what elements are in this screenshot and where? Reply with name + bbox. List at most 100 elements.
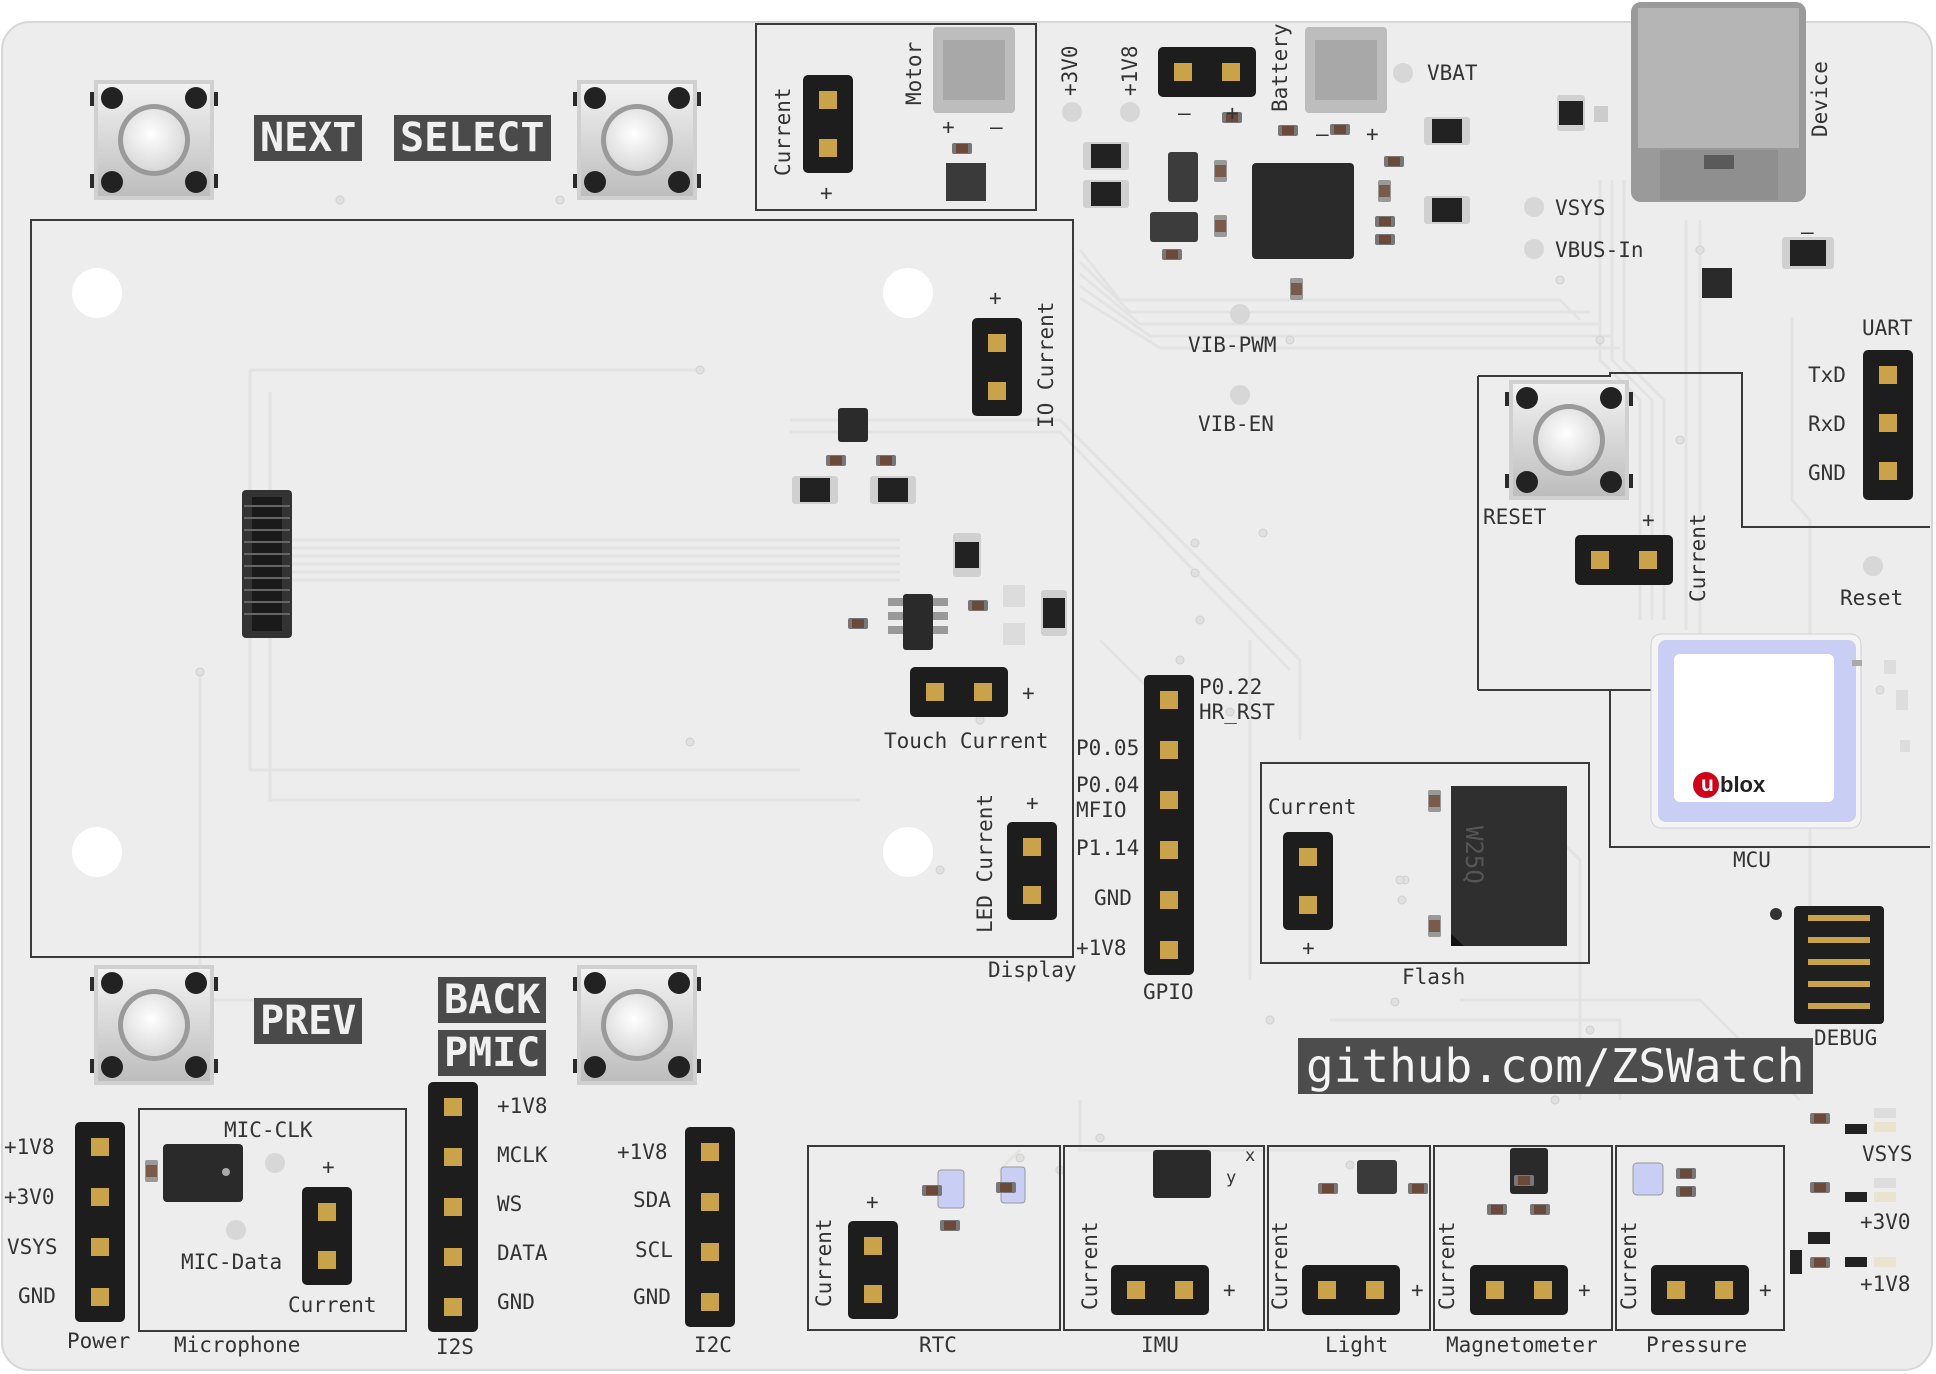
reset-button-label: RESET bbox=[1483, 505, 1547, 529]
rail-1v8-label: +1V8 bbox=[1118, 45, 1142, 96]
pmic-button-label: PMIC bbox=[438, 1030, 547, 1076]
motor-current-label: Current bbox=[771, 87, 795, 176]
i2c-pin3-label: SCL bbox=[635, 1238, 673, 1262]
flash-current-label: Current bbox=[1268, 795, 1357, 819]
io-current-label: IO Current bbox=[1034, 301, 1058, 428]
gpio-title: GPIO bbox=[1143, 980, 1194, 1004]
magnetometer-current-plus: + bbox=[1578, 1278, 1591, 1302]
battery-header-plus: + bbox=[1226, 101, 1239, 125]
back-button-label: BACK bbox=[438, 977, 547, 1023]
i2c-title: I2C bbox=[694, 1333, 732, 1357]
imu-current-plus: + bbox=[1223, 1278, 1236, 1302]
display-label: Display bbox=[988, 958, 1077, 982]
light-current-plus: + bbox=[1411, 1278, 1424, 1302]
flash-title: Flash bbox=[1402, 965, 1466, 989]
github-url: github.com/ZSWatch bbox=[1298, 1038, 1813, 1095]
reset-current-plus: + bbox=[1642, 508, 1655, 532]
rtc-title: RTC bbox=[919, 1333, 957, 1357]
i2c-pin4-label: GND bbox=[633, 1285, 671, 1309]
prev-button[interactable] bbox=[94, 965, 214, 1085]
magnetometer-current-label: Current bbox=[1435, 1221, 1459, 1310]
gpio-pin4-label: P1.14 bbox=[1076, 836, 1140, 860]
light-title: Light bbox=[1325, 1333, 1389, 1357]
mcu-label: MCU bbox=[1733, 848, 1771, 872]
mic-clk-label: MIC-CLK bbox=[224, 1118, 313, 1142]
gpio-pin2-label: P0.05 bbox=[1076, 736, 1140, 760]
reset-testpoint-label: Reset bbox=[1840, 586, 1904, 610]
uart-gnd-label: GND bbox=[1808, 461, 1846, 485]
vib-pwm-label: VIB-PWM bbox=[1188, 333, 1277, 357]
power-title: Power bbox=[67, 1329, 131, 1353]
pressure-current-label: Current bbox=[1617, 1221, 1641, 1310]
vbat-label: VBAT bbox=[1427, 61, 1478, 85]
rtc-current-label: Current bbox=[812, 1218, 836, 1307]
motor-minus: – bbox=[990, 115, 1003, 139]
touch-current-plus: + bbox=[1022, 681, 1035, 705]
battery-connector-minus: – bbox=[1316, 122, 1329, 146]
microphone-title: Microphone bbox=[174, 1333, 301, 1357]
next-button[interactable] bbox=[94, 80, 214, 200]
prev-button-label: PREV bbox=[254, 998, 363, 1044]
i2s-pin1-label: +1V8 bbox=[497, 1094, 548, 1118]
battery-label: Battery bbox=[1268, 23, 1292, 112]
battery-header-minus: – bbox=[1178, 101, 1191, 125]
imu-axis-x: x bbox=[1245, 1146, 1256, 1166]
flash-chip-marking: W25Q bbox=[1460, 826, 1488, 884]
ublox-brand: blox bbox=[1720, 772, 1766, 797]
imu-current-label: Current bbox=[1078, 1221, 1102, 1310]
led-current-plus: + bbox=[1026, 791, 1039, 815]
rtc-current-plus: + bbox=[866, 1190, 879, 1214]
battery-connector-plus: + bbox=[1366, 122, 1379, 146]
led-3v0-label: +3V0 bbox=[1860, 1210, 1911, 1234]
io-current-plus: + bbox=[989, 286, 1002, 310]
motor-label: Motor bbox=[902, 41, 926, 105]
imu-axis-y: y bbox=[1226, 1168, 1237, 1188]
i2s-pin4-label: DATA bbox=[497, 1241, 548, 1265]
mic-current-plus: + bbox=[322, 1155, 335, 1179]
i2c-pin2-label: SDA bbox=[633, 1188, 671, 1212]
vsys-testpoint-label: VSYS bbox=[1555, 196, 1606, 220]
gpio-pin1-sub: HR_RST bbox=[1199, 700, 1275, 724]
power-pin3-label: VSYS bbox=[7, 1235, 58, 1259]
motor-current-plus: + bbox=[820, 181, 833, 205]
gpio-pin1-label: P0.22 bbox=[1199, 675, 1263, 699]
flash-current-plus: + bbox=[1302, 936, 1315, 960]
led-1v8-label: +1V8 bbox=[1860, 1272, 1911, 1296]
pressure-title: Pressure bbox=[1646, 1333, 1748, 1357]
power-pin4-label: GND bbox=[18, 1284, 56, 1308]
i2c-pin1-label: +1V8 bbox=[617, 1140, 668, 1164]
power-pin2-label: +3V0 bbox=[4, 1185, 55, 1209]
reset-button[interactable] bbox=[1509, 380, 1629, 500]
imu-title: IMU bbox=[1141, 1333, 1179, 1357]
usb-minus: – bbox=[1801, 220, 1814, 244]
motor-plus: + bbox=[942, 115, 955, 139]
uart-title: UART bbox=[1862, 316, 1913, 340]
debug-label: DEBUG bbox=[1814, 1026, 1878, 1050]
select-button-label: SELECT bbox=[394, 115, 551, 161]
next-button-label: NEXT bbox=[254, 115, 363, 161]
gpio-pin3-label: P0.04 bbox=[1076, 773, 1140, 797]
device-usb-label: Device bbox=[1808, 61, 1832, 137]
touch-current-label: Touch Current bbox=[884, 729, 1049, 753]
i2s-pin2-label: MCLK bbox=[497, 1143, 548, 1167]
reset-current-label: Current bbox=[1686, 513, 1710, 602]
mic-data-label: MIC-Data bbox=[181, 1250, 283, 1274]
vib-en-label: VIB-EN bbox=[1198, 412, 1274, 436]
i2s-pin3-label: WS bbox=[497, 1192, 523, 1216]
uart-txd-label: TxD bbox=[1808, 363, 1846, 387]
mic-current-label: Current bbox=[288, 1293, 377, 1317]
ublox-u: u bbox=[1701, 773, 1714, 796]
light-current-label: Current bbox=[1268, 1221, 1292, 1310]
pressure-current-plus: + bbox=[1759, 1278, 1772, 1302]
led-current-label: LED Current bbox=[973, 793, 997, 933]
select-button[interactable] bbox=[577, 80, 697, 200]
i2s-title: I2S bbox=[436, 1335, 474, 1359]
back-pmic-button[interactable] bbox=[577, 965, 697, 1085]
gpio-pin6-label: +1V8 bbox=[1076, 936, 1127, 960]
i2s-pin5-label: GND bbox=[497, 1290, 535, 1314]
uart-rxd-label: RxD bbox=[1808, 412, 1846, 436]
magnetometer-title: Magnetometer bbox=[1446, 1333, 1598, 1357]
gpio-pin3-sub: MFIO bbox=[1076, 798, 1127, 822]
